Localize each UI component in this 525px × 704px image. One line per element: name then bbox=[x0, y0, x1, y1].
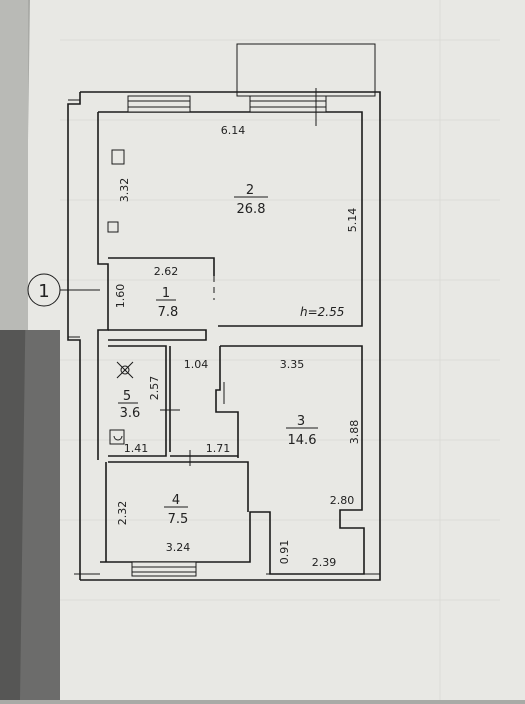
svg-text:1: 1 bbox=[162, 286, 170, 301]
dim-2-57: 2.57 bbox=[148, 376, 161, 401]
room-4: 4 7.5 bbox=[164, 493, 188, 527]
svg-text:7.8: 7.8 bbox=[158, 305, 179, 320]
dim-1-04: 1.04 bbox=[184, 358, 209, 371]
stove-icon bbox=[111, 149, 125, 165]
room-5: 5 3.6 bbox=[118, 389, 140, 421]
dim-3-32: 3.32 bbox=[118, 178, 131, 203]
svg-text:14.6: 14.6 bbox=[288, 433, 317, 448]
paper-grid bbox=[60, 0, 500, 700]
dim-3-24: 3.24 bbox=[166, 541, 191, 554]
paper-sheet bbox=[20, 0, 525, 700]
dim-5-14: 5.14 bbox=[346, 208, 359, 233]
svg-text:3: 3 bbox=[297, 414, 305, 429]
dim-6-14: 6.14 bbox=[221, 124, 246, 137]
sink-icon bbox=[107, 221, 119, 233]
ceiling-height-note: h=2.55 bbox=[300, 305, 344, 319]
windows bbox=[127, 95, 327, 577]
svg-text:5: 5 bbox=[123, 389, 131, 404]
fixtures bbox=[107, 149, 134, 445]
room-1: 1 7.8 bbox=[156, 286, 178, 320]
dim-2-80: 2.80 bbox=[330, 494, 355, 507]
room-3: 3 14.6 bbox=[286, 414, 318, 448]
shadow bbox=[0, 330, 60, 700]
dimension-labels: 6.14 3.32 5.14 2.62 1.60 1.04 3.35 2.57 … bbox=[114, 124, 361, 569]
dim-3-88: 3.88 bbox=[348, 420, 361, 445]
dim-2-32: 2.32 bbox=[116, 501, 129, 526]
svg-text:4: 4 bbox=[172, 493, 180, 508]
dim-0-91: 0.91 bbox=[278, 540, 291, 565]
toilet-icon bbox=[109, 429, 125, 445]
dim-1-60: 1.60 bbox=[114, 284, 127, 309]
svg-text:3.6: 3.6 bbox=[120, 406, 141, 421]
axis-marker: 1 bbox=[27, 273, 100, 307]
lamp-icon bbox=[120, 365, 130, 375]
interior-walls bbox=[105, 88, 317, 562]
dim-3-35: 3.35 bbox=[280, 358, 305, 371]
dim-1-71: 1.71 bbox=[206, 442, 231, 455]
outer-walls bbox=[67, 91, 381, 581]
svg-text:2: 2 bbox=[246, 183, 254, 198]
dim-2-62: 2.62 bbox=[154, 265, 179, 278]
dim-1-41: 1.41 bbox=[124, 442, 149, 455]
axis-marker-label: 1 bbox=[38, 281, 49, 302]
svg-text:7.5: 7.5 bbox=[168, 512, 189, 527]
dim-2-39: 2.39 bbox=[312, 556, 337, 569]
shadow-soft bbox=[0, 0, 28, 330]
svg-text:26.8: 26.8 bbox=[237, 202, 266, 217]
room-2: 2 26.8 bbox=[234, 183, 268, 217]
